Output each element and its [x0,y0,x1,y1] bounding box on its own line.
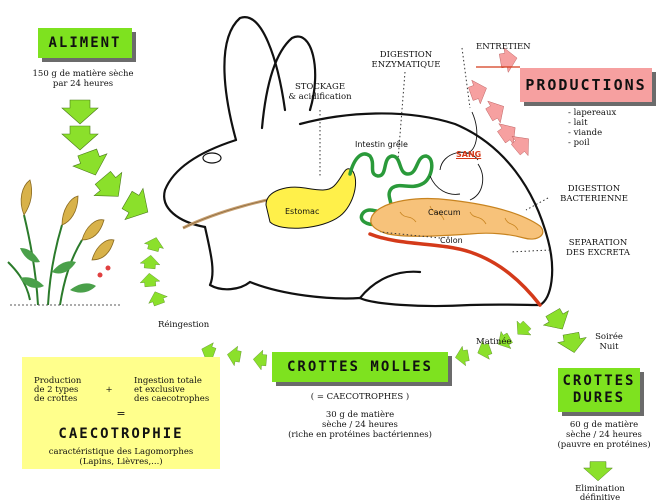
soiree-line1: Soirée [585,332,633,342]
digestion-enzymatique-line2: ENZYMATIQUE [366,60,446,70]
crottes-dures-desc3: (pauvre en protéines) [552,440,656,450]
aliment-arrow-icon [62,126,98,150]
sang-label: SANG [456,150,481,159]
digestion-bacterienne-line2: BACTERIENNE [544,194,644,204]
elimination-arrow-icon [584,462,613,481]
colon-label: Côlon [440,236,463,245]
production-item-lait: - lait [568,118,588,128]
crottes-dures-title-line1: CROTTES [562,373,635,390]
digestion-bacterienne-line1: DIGESTION [544,184,644,194]
separation-line1: SEPARATION [548,238,648,248]
reingestion-arrows [139,235,267,370]
stockage-label-line1: STOCKAGE [280,82,360,92]
caecotrophie-ingestion-line3: des caecotrophes [134,394,209,404]
production-item-label: lapereaux [574,108,617,118]
aliment-arrow-icon [118,184,157,227]
stockage-label-line2: & acidification [280,92,360,102]
crottes-molles-desc3: (riche en protéines bactériennes) [272,430,448,440]
matinee-label: Matinée [476,337,511,347]
rabbit-eye [203,153,221,163]
plant-illustration [8,180,120,305]
separation-line2: DES EXCRETA [548,248,648,258]
production-item-viande: - viande [568,128,602,138]
crottes-molles-title: CROTTES MOLLES [272,352,448,382]
caecotrophie-title: CAECOTROPHIE [22,426,220,442]
production-item-label: viande [574,128,603,138]
soiree-line2: Nuit [585,342,633,352]
aliment-title: ALIMENT [38,28,132,58]
production-arrows [466,46,536,160]
caecum-shape [371,199,543,240]
production-item-poil: - poil [568,138,590,148]
caecotrophie-desc2: (Lapins, Lièvres,...) [22,457,220,467]
crottes-dures-title: CROTTES DURES [558,368,640,412]
estomac-label: Estomac [285,207,319,216]
production-item-label: lait [574,118,588,128]
aliment-arrow-icon [62,100,98,124]
aliment-desc-line1: 150 g de matière sèche [8,69,158,79]
crottes-dures-title-line2: DURES [573,390,625,407]
intestin-label: Intestin grêle [355,140,408,149]
entretien-label: ENTRETIEN [476,42,531,52]
aliment-desc-line2: par 24 heures [8,79,158,89]
caecum-label: Caecum [428,208,461,217]
digestion-enzymatique-line1: DIGESTION [366,50,446,60]
crottes-molles-desc1: 30 g de matière [272,410,448,420]
caecotrophie-prod-line3: de crottes [34,394,77,404]
productions-title: PRODUCTIONS [520,68,652,102]
production-item-label: poil [574,138,590,148]
stomach-shape [266,169,356,228]
crottes-molles-subtitle: ( = CAECOTROPHES ) [272,392,448,402]
production-item-lapereaux: - lapereaux [568,108,616,118]
crottes-molles-desc2: sèche / 24 heures [272,420,448,430]
crottes-dures-desc2: sèche / 24 heures [552,430,656,440]
caecotrophie-equals: = [22,409,220,419]
elimination-line2: définitive [570,493,630,503]
caecotrophie-plus: + [104,385,114,395]
caecotrophie-desc1: caractéristique des Lagomorphes [22,447,220,457]
reingestion-label: Réingestion [158,320,209,330]
crottes-dures-desc1: 60 g de matière [552,420,656,430]
